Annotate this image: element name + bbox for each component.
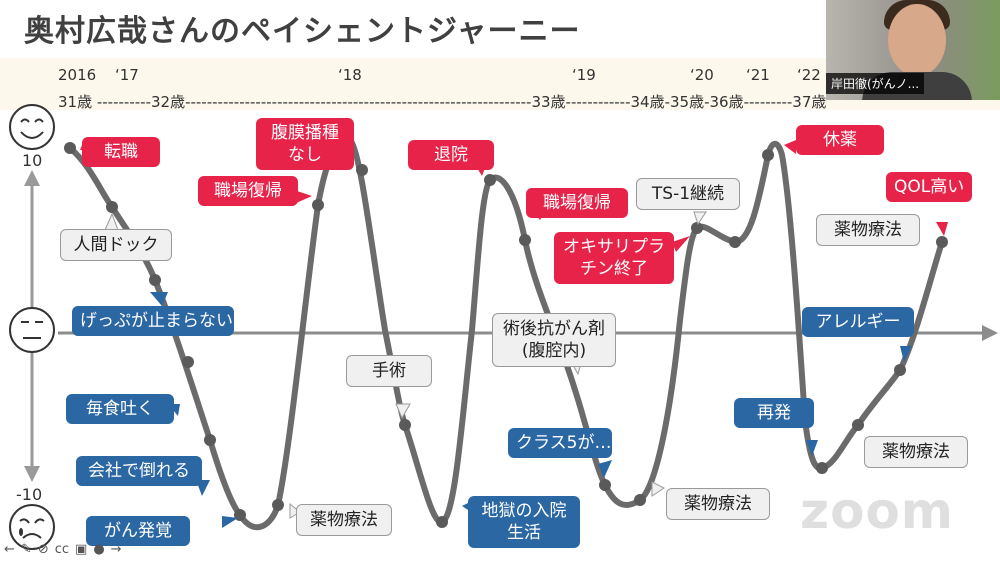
event-label: げっぷが止まらない bbox=[72, 306, 234, 336]
toolbar-button[interactable]: ✎ bbox=[20, 542, 32, 557]
neutral-axis-arrow bbox=[982, 325, 998, 341]
toolbar-button[interactable]: cc bbox=[54, 542, 70, 557]
scale-arrow-down bbox=[24, 466, 40, 482]
event-label: 会社で倒れる bbox=[76, 456, 202, 486]
toolbar-button[interactable]: ← bbox=[4, 542, 15, 557]
curve-node bbox=[64, 142, 76, 154]
curve-node bbox=[691, 222, 703, 234]
event-label: 毎食吐く bbox=[66, 394, 174, 424]
pointer bbox=[150, 292, 168, 306]
pointer bbox=[289, 502, 301, 519]
event-label: 薬物療法 bbox=[816, 214, 920, 246]
pointer bbox=[294, 190, 312, 204]
happy-face-icon bbox=[9, 104, 55, 150]
participant-video[interactable]: 岸田徹(がんノ... bbox=[826, 0, 1000, 100]
pointer bbox=[693, 211, 707, 226]
toolbar-button[interactable]: ⊘ bbox=[37, 542, 49, 557]
pointer bbox=[222, 516, 238, 528]
page-title: 奥村広哉さんのペイシェントジャーニー bbox=[24, 14, 581, 49]
journey-curve bbox=[67, 136, 945, 531]
year-label: 2016 bbox=[58, 66, 97, 84]
toolbar-button[interactable]: → bbox=[110, 542, 122, 557]
curve-nodes bbox=[64, 142, 948, 528]
event-label: 休薬 bbox=[796, 125, 884, 155]
year-label: ‘21 bbox=[746, 66, 770, 84]
sad-face-icon bbox=[9, 504, 55, 550]
event-label: クラス5が… bbox=[508, 428, 612, 458]
curve-node bbox=[634, 494, 646, 506]
event-label: 薬物療法 bbox=[666, 488, 770, 520]
scale-bottom-label: -10 bbox=[16, 485, 43, 504]
curve-node bbox=[149, 274, 161, 286]
event-label: 術後抗がん剤(腹腔内) bbox=[492, 313, 616, 367]
event-label: オキサリプラチン終了 bbox=[554, 232, 674, 284]
event-label: 再発 bbox=[734, 398, 814, 428]
age-line: 31歳 ----------32歳-----------------------… bbox=[58, 93, 827, 111]
participant-face bbox=[888, 4, 946, 76]
event-label: 職場復帰 bbox=[198, 176, 298, 206]
pointer bbox=[784, 140, 796, 154]
toolbar-button[interactable]: ▣ bbox=[75, 542, 88, 557]
toolbar-button[interactable]: ● bbox=[93, 542, 105, 557]
curve-node bbox=[312, 199, 324, 211]
event-label: QOL高い bbox=[886, 172, 972, 202]
zoom-watermark: zoom bbox=[800, 482, 954, 540]
curve-node bbox=[936, 236, 948, 248]
pointer bbox=[395, 403, 411, 420]
event-label: 薬物療法 bbox=[864, 436, 968, 468]
event-label: がん発覚 bbox=[86, 516, 190, 546]
event-label: 腹膜播種なし bbox=[256, 118, 354, 170]
event-label: アレルギー bbox=[802, 307, 914, 337]
curve-node bbox=[599, 479, 611, 491]
event-label: 退院 bbox=[408, 140, 494, 170]
event-label: 人間ドック bbox=[60, 229, 172, 261]
pointer bbox=[936, 222, 948, 236]
pointer bbox=[806, 440, 818, 456]
pointer bbox=[651, 481, 665, 497]
scale-arrow-up bbox=[24, 170, 40, 186]
curve-node bbox=[106, 201, 118, 213]
event-label: 薬物療法 bbox=[296, 504, 392, 536]
year-label: ‘18 bbox=[338, 66, 362, 84]
year-label: ‘17 bbox=[115, 66, 139, 84]
event-label: 手術 bbox=[346, 355, 432, 387]
year-label: ‘19 bbox=[572, 66, 596, 84]
neutral-face-icon bbox=[9, 307, 55, 353]
curve-node bbox=[852, 419, 864, 431]
year-label: ‘20 bbox=[690, 66, 714, 84]
curve-node bbox=[519, 234, 531, 246]
pointer bbox=[900, 346, 912, 362]
slide-toolbar: ← ✎ ⊘ cc ▣ ● → bbox=[4, 542, 128, 560]
pointer bbox=[672, 236, 690, 252]
curve-node bbox=[484, 174, 496, 186]
curve-node bbox=[182, 356, 194, 368]
year-label: ‘22 bbox=[797, 66, 821, 84]
curve-node bbox=[894, 364, 906, 376]
event-label: TS-1継続 bbox=[636, 178, 740, 210]
scale-top-label: 10 bbox=[22, 151, 43, 170]
event-label: 職場復帰 bbox=[526, 188, 628, 218]
curve-node bbox=[816, 462, 828, 474]
event-label: 地獄の入院生活 bbox=[468, 496, 580, 548]
curve-node bbox=[272, 499, 284, 511]
curve-node bbox=[729, 236, 741, 248]
participant-name: 岸田徹(がんノ... bbox=[826, 73, 925, 94]
curve-node bbox=[436, 516, 448, 528]
curve-node bbox=[356, 164, 368, 176]
curve-node bbox=[399, 419, 411, 431]
curve-node bbox=[762, 149, 774, 161]
event-label: 転職 bbox=[82, 137, 160, 167]
curve-node bbox=[204, 434, 216, 446]
pointer bbox=[598, 460, 612, 478]
